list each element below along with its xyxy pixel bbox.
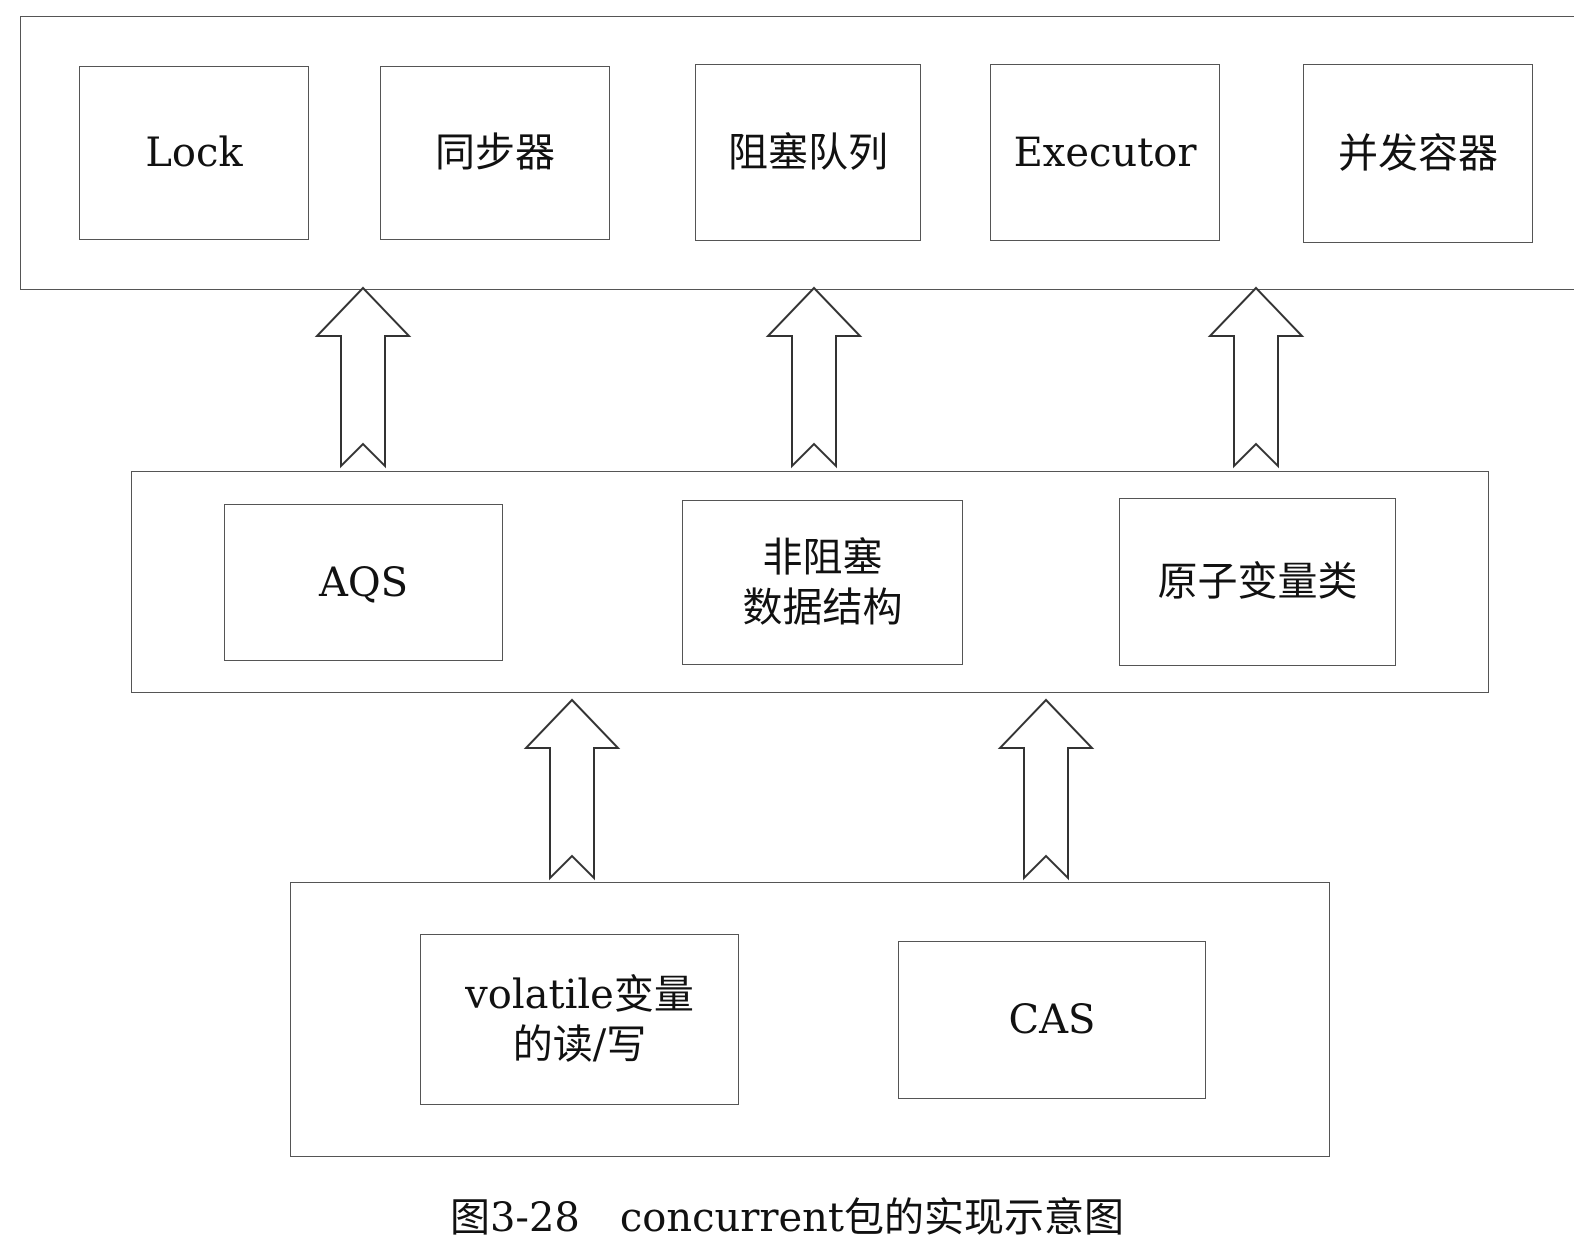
executor-label: Executor — [1013, 129, 1197, 176]
atomic-variable-class-box: 原子变量类 — [1119, 498, 1396, 666]
up-arrow — [314, 286, 412, 469]
concurrent-container-box: 并发容器 — [1303, 64, 1533, 243]
lock-label: Lock — [145, 130, 243, 176]
cas-label: CAS — [1008, 997, 1096, 1043]
up-arrow — [1207, 286, 1305, 469]
aqs-label: AQS — [318, 559, 409, 606]
up-arrow — [523, 698, 621, 881]
executor-box: Executor — [990, 64, 1220, 241]
non-blocking-line-1: 非阻塞 — [762, 534, 883, 581]
aqs-box: AQS — [224, 504, 503, 661]
volatile-read-write-box: volatile变量 的读/写 — [420, 934, 739, 1105]
figure-caption: 图3-28 concurrent包的实现示意图 — [449, 1195, 1125, 1241]
non-blocking-data-structure-label: 非阻塞 数据结构 — [743, 533, 903, 633]
cas-box: CAS — [898, 941, 1206, 1099]
volatile-line-2: 的读/写 — [512, 1021, 647, 1068]
concurrent-container-label: 并发容器 — [1338, 130, 1498, 177]
synchronizer-box: 同步器 — [380, 66, 610, 240]
synchronizer-label: 同步器 — [435, 130, 555, 176]
blocking-queue-box: 阻塞队列 — [695, 64, 921, 241]
volatile-read-write-label: volatile变量 的读/写 — [465, 970, 694, 1070]
atomic-variable-class-label: 原子变量类 — [1157, 559, 1358, 605]
up-arrow — [765, 286, 863, 469]
up-arrow — [997, 698, 1095, 881]
blocking-queue-label: 阻塞队列 — [728, 129, 888, 176]
lock-box: Lock — [79, 66, 309, 240]
volatile-line-1: volatile变量 — [465, 971, 694, 1018]
non-blocking-data-structure-box: 非阻塞 数据结构 — [682, 500, 963, 665]
non-blocking-line-2: 数据结构 — [742, 584, 903, 631]
